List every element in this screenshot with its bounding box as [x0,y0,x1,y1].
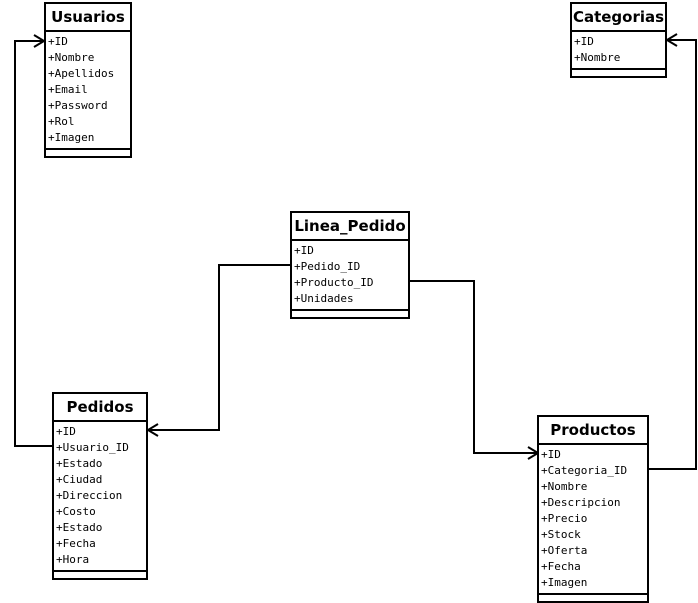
attribute-list: +ID +Nombre [572,32,665,70]
attribute-list: +ID +Pedido_ID +Producto_ID +Unidades [292,241,408,311]
class-usuarios: Usuarios +ID +Nombre +Apellidos +Email +… [44,2,132,158]
operations-compartment [539,595,647,601]
attribute: +ID [294,244,314,257]
attribute: +Estado [56,521,103,534]
attribute: +Precio [541,512,588,525]
categorias-arrowhead [665,33,678,47]
pedidos-usuarios-connector [14,40,53,447]
attribute: +Categoria_ID [541,464,628,477]
attribute: +Nombre [574,51,621,64]
class-title: Productos [539,417,647,445]
operations-compartment [292,311,408,317]
attribute: +Password [48,99,108,112]
operations-compartment [46,150,130,156]
attribute: +Pedido_ID [294,260,361,273]
class-pedidos: Pedidos +ID +Usuario_ID +Estado +Ciudad … [52,392,148,580]
attribute: +ID [48,35,68,48]
operations-compartment [572,70,665,76]
attribute: +Fecha [541,560,581,573]
attribute: +ID [541,448,561,461]
attribute-list: +ID +Categoria_ID +Nombre +Descripcion +… [539,445,647,595]
attribute: +Direccion [56,489,123,502]
attribute: +Ciudad [56,473,103,486]
attribute: +Rol [48,115,75,128]
attribute: +Imagen [541,576,588,589]
attribute: +ID [574,35,594,48]
attribute-list: +ID +Nombre +Apellidos +Email +Password … [46,32,130,150]
attribute: +Imagen [48,131,95,144]
productos-categorias-connector [649,39,697,470]
attribute: +Usuario_ID [56,441,129,454]
attribute: +Apellidos [48,67,115,80]
class-title: Linea_Pedido [292,213,408,241]
attribute: +Nombre [541,480,588,493]
attribute: +Nombre [48,51,95,64]
class-title: Categorias [572,4,665,32]
linea-productos-connector [410,280,538,454]
class-title: Pedidos [54,394,146,422]
attribute: +Hora [56,553,90,566]
attribute: +ID [56,425,76,438]
operations-compartment [54,572,146,578]
attribute: +Costo [56,505,96,518]
class-linea-pedido: Linea_Pedido +ID +Pedido_ID +Producto_ID… [290,211,410,319]
class-categorias: Categorias +ID +Nombre [570,2,667,78]
class-title: Usuarios [46,4,130,32]
attribute: +Producto_ID [294,276,374,289]
attribute: +Oferta [541,544,588,557]
attribute: +Estado [56,457,103,470]
class-productos: Productos +ID +Categoria_ID +Nombre +Des… [537,415,649,603]
attribute: +Email [48,83,88,96]
linea-pedidos-connector [148,264,291,431]
attribute: +Unidades [294,292,354,305]
attribute-list: +ID +Usuario_ID +Estado +Ciudad +Direcci… [54,422,146,572]
attribute: +Stock [541,528,581,541]
pedidos-arrowhead [146,423,159,437]
attribute: +Fecha [56,537,96,550]
attribute: +Descripcion [541,496,621,509]
